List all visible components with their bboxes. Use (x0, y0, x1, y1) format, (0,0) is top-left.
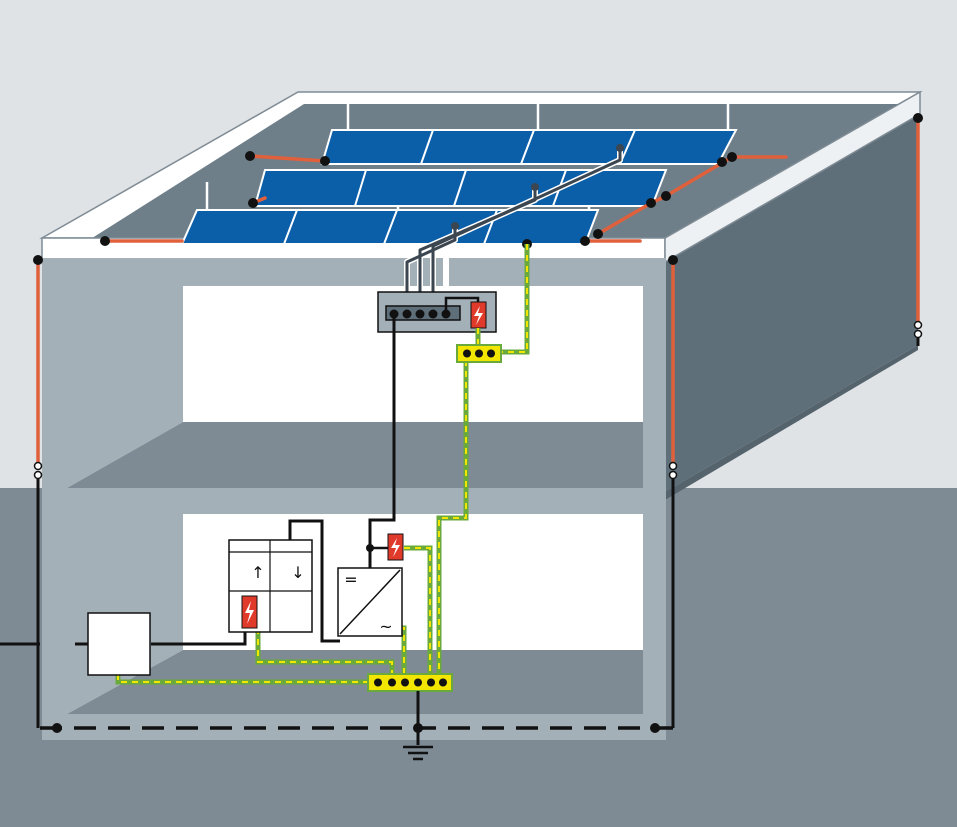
ground-icon (403, 745, 433, 761)
ac-cables (75, 519, 340, 646)
connection-points (33, 113, 923, 265)
inverter-ac-symbol: ~ (379, 617, 392, 636)
side-wall-lower (665, 345, 918, 500)
building-side-wall (665, 95, 918, 492)
meter-export-icon: ↓ (291, 563, 304, 582)
dc-main-cable (368, 318, 396, 568)
equipotential-bonding-bar-main (367, 673, 453, 692)
inverter: = ~ (337, 533, 404, 637)
middle-slab (67, 488, 643, 514)
upper-room-left-wall (67, 286, 183, 488)
test-joints (33, 320, 923, 480)
earth-termination (40, 691, 673, 761)
terminal-dots (389, 309, 451, 319)
lightning-icon (241, 595, 258, 629)
lightning-icon (387, 533, 404, 561)
down-conductors (0, 337, 920, 728)
equipotential-conductors (115, 244, 530, 685)
house-connection-box (87, 612, 151, 676)
lightning-icon (470, 301, 487, 329)
dc-cable-ends (451, 144, 624, 230)
upper-room-floor (67, 422, 643, 488)
equipotential-bonding-bar-upper (456, 344, 502, 363)
solar-panel-row-back (320, 129, 738, 165)
inverter-dc-symbol: = (344, 570, 357, 589)
meter-cabinet: ↑ ↓ (228, 539, 313, 633)
meter-import-icon: ↑ (251, 563, 264, 582)
generator-junction-box (377, 291, 497, 333)
